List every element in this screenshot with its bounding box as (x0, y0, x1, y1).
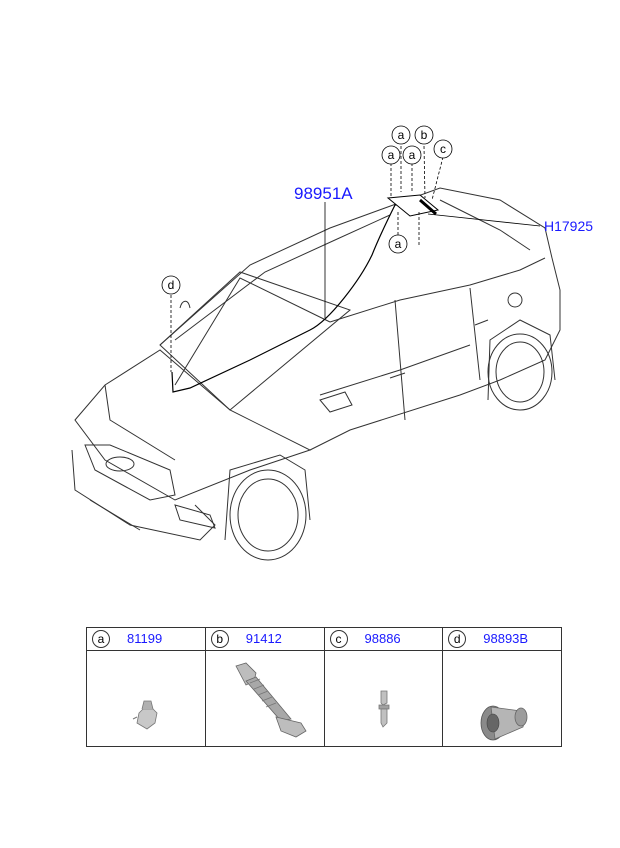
svg-text:a: a (398, 128, 405, 142)
svg-text:a: a (409, 148, 416, 162)
part-label-H17925[interactable]: H17925 (544, 218, 593, 234)
part-number-link[interactable]: 98893B (483, 631, 529, 646)
callout-a-4: a (388, 234, 408, 254)
grommet-tube-part-image (206, 651, 324, 746)
leader-H17925 (427, 213, 541, 227)
part-number-link[interactable]: 91412 (245, 631, 282, 646)
part-label-98951A[interactable]: 98951A (294, 184, 353, 203)
letter-badge: d (448, 630, 467, 648)
parts-cell-a: a 81199 (86, 627, 206, 747)
parts-cell-c: c 98886 (323, 627, 444, 747)
svg-text:a: a (395, 237, 402, 251)
car-illustration (71, 187, 561, 561)
roof-connector-assembly (386, 194, 440, 217)
callout-c: c (433, 139, 453, 159)
part-number-link[interactable]: 81199 (127, 631, 163, 646)
letter-badge: c (329, 630, 348, 648)
parts-cell-d: d 98893B (442, 627, 562, 747)
callout-b: b (414, 125, 434, 145)
letter-badge: a (92, 630, 110, 648)
callout-a-3: a (402, 145, 422, 165)
pin-part-image (325, 651, 443, 746)
svg-text:a: a (388, 148, 395, 162)
wiring-harness (171, 202, 421, 393)
letter-badge: b (210, 630, 229, 648)
parts-table: a 81199 b 91412 (86, 627, 562, 747)
parts-cell-b: b 91412 (204, 627, 325, 747)
part-number-link[interactable]: 98886 (364, 631, 401, 646)
svg-text:d: d (168, 278, 175, 292)
callout-d: d (161, 275, 181, 295)
callout-a-1: a (391, 125, 411, 145)
clip-part-image (87, 651, 205, 746)
grommet-part-image (443, 651, 561, 746)
svg-text:c: c (440, 142, 446, 156)
svg-text:b: b (421, 128, 428, 142)
callout-a-2: a (381, 145, 401, 165)
